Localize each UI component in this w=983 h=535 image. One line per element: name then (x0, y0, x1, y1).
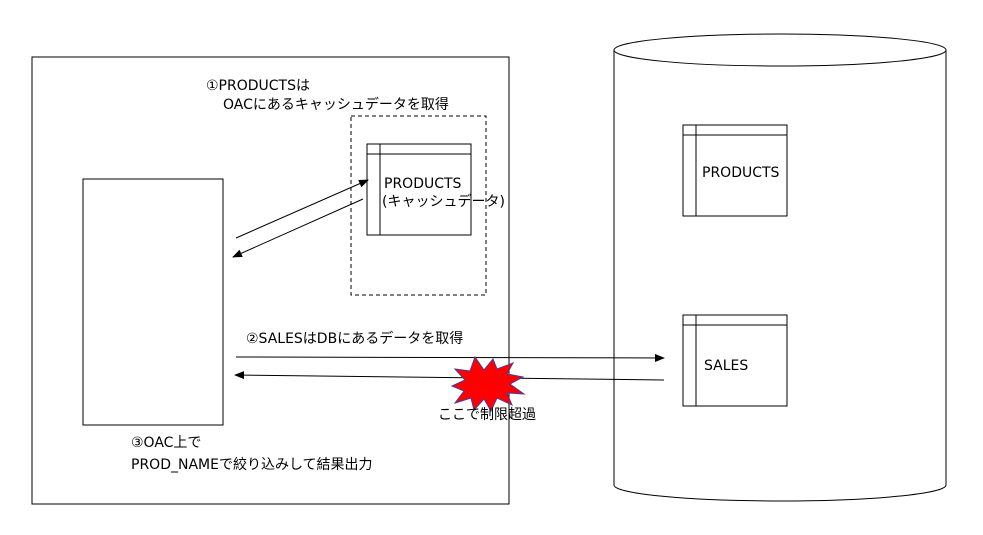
limit-burst-icon (450, 355, 526, 413)
db-sales-label: SALES (704, 358, 749, 374)
cache-table-name: PRODUCTS (384, 176, 462, 192)
step2-label: ②SALESはDBにあるデータを取得 (246, 331, 464, 347)
report-box (82, 178, 224, 426)
cache-table-icon (366, 143, 472, 236)
step3-line1: ③OAC上で (131, 435, 202, 451)
step1-line1: ①PRODUCTSは (206, 78, 310, 94)
arrow-from-sales (234, 371, 665, 381)
step1-line2: OACにあるキャッシュデータを取得 (223, 97, 449, 113)
step3-line2: PROD_NAMEで絞り込みして結果出力 (131, 457, 373, 473)
arrow-to-sales (235, 353, 665, 362)
oac-box (31, 56, 510, 505)
db-products-table-icon (682, 124, 788, 217)
arrow-to-cache (235, 179, 369, 239)
db-cylinder (613, 33, 947, 502)
limit-label: ここで制限超過 (438, 407, 536, 423)
cache-region (350, 115, 487, 296)
cache-table-subtitle: (キャッシュデータ) (382, 194, 505, 210)
db-products-label: PRODUCTS (702, 165, 780, 181)
arrow-from-cache (232, 198, 364, 258)
db-sales-table-icon (682, 314, 788, 407)
